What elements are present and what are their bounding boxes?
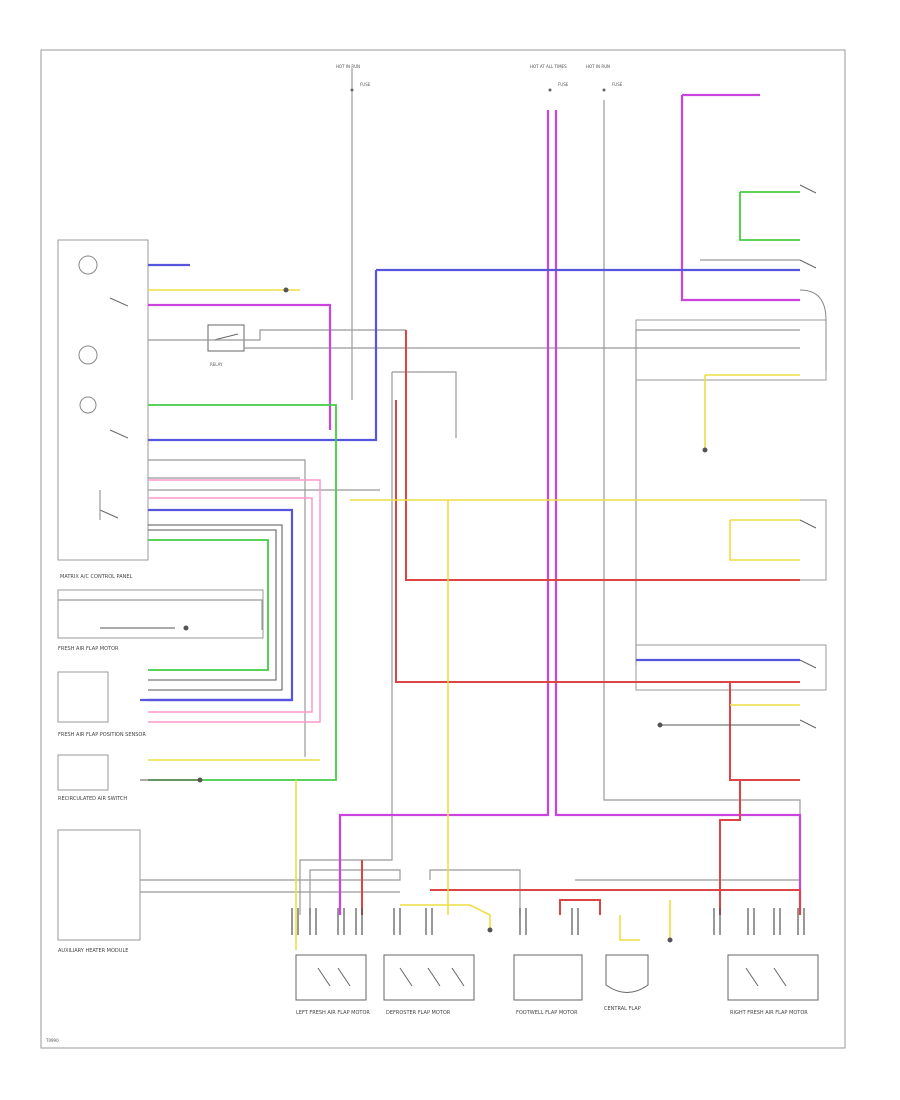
- right-mid-box: [635, 499, 827, 581]
- fresh-air-flap-pos-title: FRESH AIR FLAP POSITION SENSOR: [58, 732, 146, 738]
- right-top-connector: [799, 289, 827, 370]
- right-fresh-air-title: RIGHT FRESH AIR FLAP MOTOR: [730, 1010, 808, 1016]
- diagram-frame: [40, 49, 846, 1049]
- fresh-air-flap-pos-box: [57, 671, 109, 723]
- violet-wires: [148, 93, 802, 915]
- fuse-name-left: FUSE: [360, 82, 371, 87]
- footwell-title: FOOTWELL FLAP MOTOR: [516, 1010, 578, 1016]
- top-fuse-right: HOT IN RUN FUSE: [586, 64, 623, 92]
- panel-lamp-symbol: [78, 345, 98, 365]
- aux-heater-box: [57, 829, 141, 941]
- aux-heater-title: AUXILIARY HEATER MODULE: [58, 948, 128, 954]
- fuse-name-right: FUSE: [612, 82, 623, 87]
- motor-central: CENTRAL FLAP: [604, 954, 649, 1012]
- bottom-connector-stubs: [291, 908, 805, 935]
- relay-box: [207, 324, 245, 352]
- fresh-air-flap-box: [57, 589, 264, 639]
- fuse-name-mid: FUSE: [558, 82, 569, 87]
- pink-wires: [148, 479, 321, 723]
- top-fuse-mid: HOT AT ALL TIMES FUSE: [530, 64, 569, 92]
- fuse-label-left: HOT IN RUN: [336, 64, 360, 69]
- motor-left-fresh-air: LEFT FRESH AIR FLAP MOTOR: [295, 954, 370, 1016]
- blue-wires: [140, 263, 800, 702]
- ac-panel-title: MATRIX A/C CONTROL PANEL: [60, 574, 133, 580]
- dark-wires: [100, 524, 800, 781]
- panel-sensor-symbol: [79, 396, 97, 414]
- gray-wires: [58, 100, 801, 915]
- recirc-switch-box: [57, 754, 109, 791]
- page-id: T0990: [45, 1038, 59, 1043]
- motor-right-fresh-air: RIGHT FRESH AIR FLAP MOTOR: [727, 954, 819, 1016]
- defrost-title: DEFROSTER FLAP MOTOR: [386, 1010, 451, 1016]
- ac-control-panel-box: [57, 239, 149, 561]
- panel-motor-symbol: [78, 255, 98, 275]
- motor-footwell: FOOTWELL FLAP MOTOR: [513, 954, 583, 1016]
- recirc-switch-title: RECIRCULATED AIR SWITCH: [58, 796, 127, 802]
- central-title: CENTRAL FLAP: [604, 1006, 641, 1012]
- relay-label: RELAY: [210, 362, 223, 367]
- top-fuse-left: HOT IN RUN FUSE: [336, 64, 371, 400]
- yellow-wires: [148, 289, 800, 950]
- left-fresh-air-title: LEFT FRESH AIR FLAP MOTOR: [296, 1010, 370, 1016]
- fresh-air-flap-title: FRESH AIR FLAP MOTOR: [58, 646, 119, 652]
- ground-symbols: [183, 287, 708, 943]
- right-top-box: [635, 319, 827, 381]
- green-wires: [148, 191, 800, 781]
- fuse-label-mid: HOT AT ALL TIMES: [530, 64, 567, 69]
- red-wires: [361, 330, 801, 915]
- motor-defrost: DEFROSTER FLAP MOTOR: [383, 954, 475, 1016]
- fuse-label-right: HOT IN RUN: [586, 64, 610, 69]
